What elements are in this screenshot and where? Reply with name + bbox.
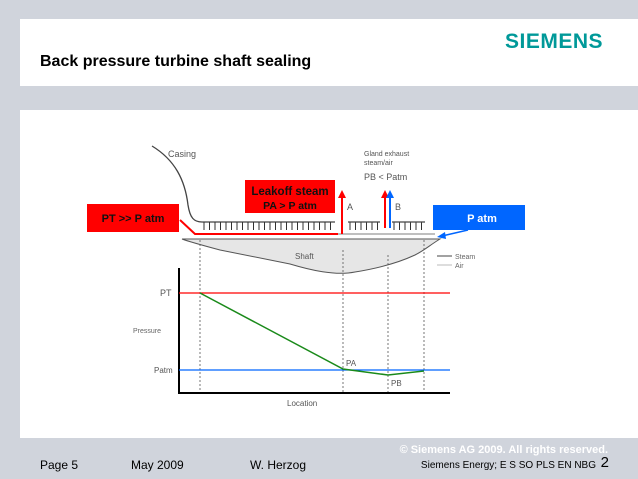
arrow-head-icon: [386, 190, 394, 198]
footer-copyright: © Siemens AG 2009. All rights reserved.: [399, 444, 608, 456]
pt-box: [87, 204, 179, 232]
slide-number: 2: [600, 454, 609, 471]
legend-steam: Steam: [455, 254, 475, 261]
leakoff-label: Leakoff steam: [251, 186, 328, 198]
content-panel: [20, 110, 638, 438]
page-title: Back pressure turbine shaft sealing: [40, 53, 312, 70]
point-b-label: B: [395, 202, 401, 212]
header-panel: [20, 19, 638, 86]
air-inlet-arrow: [441, 229, 469, 237]
leakoff-box: [245, 180, 335, 213]
pa-gt-patm-label: PA > P atm: [263, 200, 317, 212]
casing-line: [151, 145, 335, 223]
footer-author: W. Herzog: [250, 458, 307, 472]
arrow-head-icon: [338, 190, 346, 198]
pt-gt-patm-label: PT >> P atm: [102, 213, 165, 225]
point-a-label: A: [347, 202, 353, 212]
patm-label: P atm: [467, 213, 497, 225]
x-axis-label: Location: [287, 399, 317, 408]
location-guides: [199, 240, 425, 392]
patm-box: [433, 205, 525, 230]
pa-label: PA: [346, 359, 357, 368]
pb-lt-patm-label: PB < Patm: [364, 172, 407, 182]
arrow-head-icon: [437, 232, 446, 239]
seal-teeth: [203, 222, 422, 230]
footer-page: Page 5: [40, 458, 79, 472]
pressure-curve: [199, 292, 425, 376]
legend-air: Air: [455, 263, 464, 270]
footer-date: May 2009: [131, 458, 184, 472]
casing-label: Casing: [168, 149, 196, 159]
gland-exhaust-label: Gland exhaust: [364, 151, 409, 158]
steam-flow-line: [179, 219, 338, 235]
pb-label: PB: [391, 379, 402, 388]
footer-org: Siemens Energy; E S SO PLS EN NBG: [420, 460, 596, 471]
siemens-logo: SIEMENS: [505, 30, 604, 53]
shaft-label: Shaft: [295, 252, 314, 261]
shaft-shape: [181, 238, 442, 274]
y-axis-label: Pressure: [133, 328, 161, 335]
gland-exhaust-label-2: steam/air: [364, 160, 393, 167]
patm-tick-label: Patm: [154, 366, 173, 375]
pt-tick-label: PT: [160, 288, 172, 298]
